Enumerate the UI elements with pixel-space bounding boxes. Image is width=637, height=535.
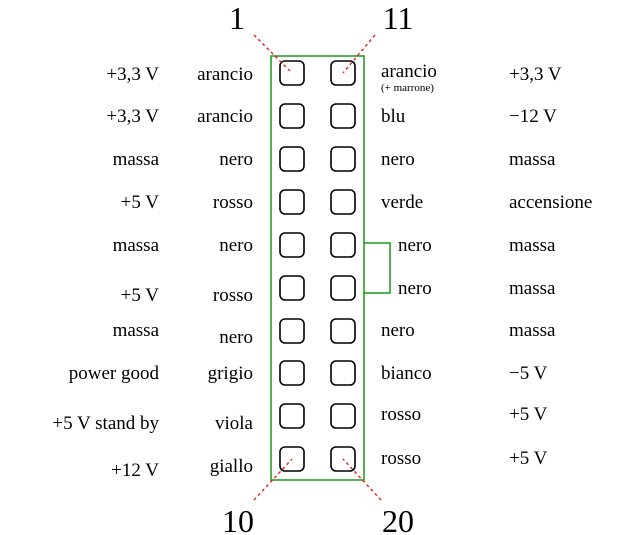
left-color-label: rosso [213, 192, 253, 213]
pin-11 [330, 60, 356, 86]
right-function-label: +3,3 V [509, 64, 562, 85]
pin-10 [279, 446, 305, 472]
right-function-label: massa [509, 149, 556, 170]
pointer-pin-1 [253, 34, 293, 74]
right-color-label: bianco [381, 363, 432, 384]
right-color-label: nero [398, 235, 432, 256]
right-color-label: arancio [381, 61, 437, 82]
pin-3 [279, 146, 305, 172]
pin-19 [330, 403, 356, 429]
left-color-label: nero [219, 327, 253, 348]
right-function-label: +5 V [509, 404, 548, 425]
pin-8 [279, 360, 305, 386]
pin-14 [330, 189, 356, 215]
pin-pointers [253, 34, 382, 501]
pin-20 [330, 446, 356, 472]
pin-7 [279, 318, 305, 344]
right-function-label: massa [509, 235, 556, 256]
pin-13 [330, 146, 356, 172]
left-voltage-label: +12 V [111, 460, 159, 481]
pin-number-1: 1 [229, 0, 245, 36]
right-color-label: rosso [381, 448, 421, 469]
left-voltage-labels: +3,3 V +3,3 V massa +5 V massa +5 V mass… [52, 64, 159, 481]
left-color-label: viola [215, 413, 254, 434]
left-color-labels: arancio arancio nero rosso nero rosso ne… [197, 64, 253, 477]
right-function-label: accensione [509, 192, 592, 213]
left-voltage-label: +3,3 V [106, 64, 159, 85]
pin-16 [330, 275, 356, 301]
left-color-label: arancio [197, 64, 253, 85]
left-color-label: nero [219, 235, 253, 256]
pin-1 [279, 60, 305, 86]
right-color-label: nero [398, 278, 432, 299]
pin-5 [279, 232, 305, 258]
right-function-label: −12 V [509, 106, 557, 127]
right-function-label: massa [509, 320, 556, 341]
pin-number-11: 11 [383, 0, 414, 36]
pin-15 [330, 232, 356, 258]
pin-12 [330, 103, 356, 129]
pin-number-20: 20 [382, 503, 414, 535]
left-voltage-label: +5 V stand by [52, 413, 159, 434]
right-color-label: blu [381, 106, 406, 127]
pointer-pin-11 [342, 34, 376, 74]
right-function-labels: +3,3 V −12 V massa accensione massa mass… [509, 64, 592, 469]
pin-6 [279, 275, 305, 301]
left-voltage-label: massa [113, 149, 160, 170]
bridge-wire [364, 242, 391, 294]
left-color-label: rosso [213, 285, 253, 306]
right-function-label: −5 V [509, 363, 548, 384]
left-voltage-label: +5 V [121, 192, 160, 213]
right-color-note: (+ marrone) [381, 82, 434, 94]
pin-column-right [330, 60, 356, 472]
right-color-label: rosso [381, 404, 421, 425]
right-color-label: nero [381, 320, 415, 341]
pin-18 [330, 360, 356, 386]
left-voltage-label: +5 V [121, 285, 160, 306]
left-voltage-label: +3,3 V [106, 106, 159, 127]
left-color-label: giallo [210, 456, 253, 477]
right-color-labels: arancio (+ marrone) blu nero verde nero … [381, 61, 437, 469]
pin-column-left [279, 60, 305, 472]
pin-4 [279, 189, 305, 215]
left-voltage-label: power good [69, 363, 160, 384]
pin-17 [330, 318, 356, 344]
right-color-label: verde [381, 192, 423, 213]
left-color-label: arancio [197, 106, 253, 127]
left-color-label: nero [219, 149, 253, 170]
right-function-label: massa [509, 278, 556, 299]
left-voltage-label: massa [113, 235, 160, 256]
pin-number-10: 10 [222, 503, 254, 535]
left-voltage-label: massa [113, 320, 160, 341]
right-color-label: nero [381, 149, 415, 170]
right-function-label: +5 V [509, 448, 548, 469]
pin-2 [279, 103, 305, 129]
pin-9 [279, 403, 305, 429]
left-color-label: grigio [208, 363, 253, 384]
connector-housing [270, 55, 365, 481]
